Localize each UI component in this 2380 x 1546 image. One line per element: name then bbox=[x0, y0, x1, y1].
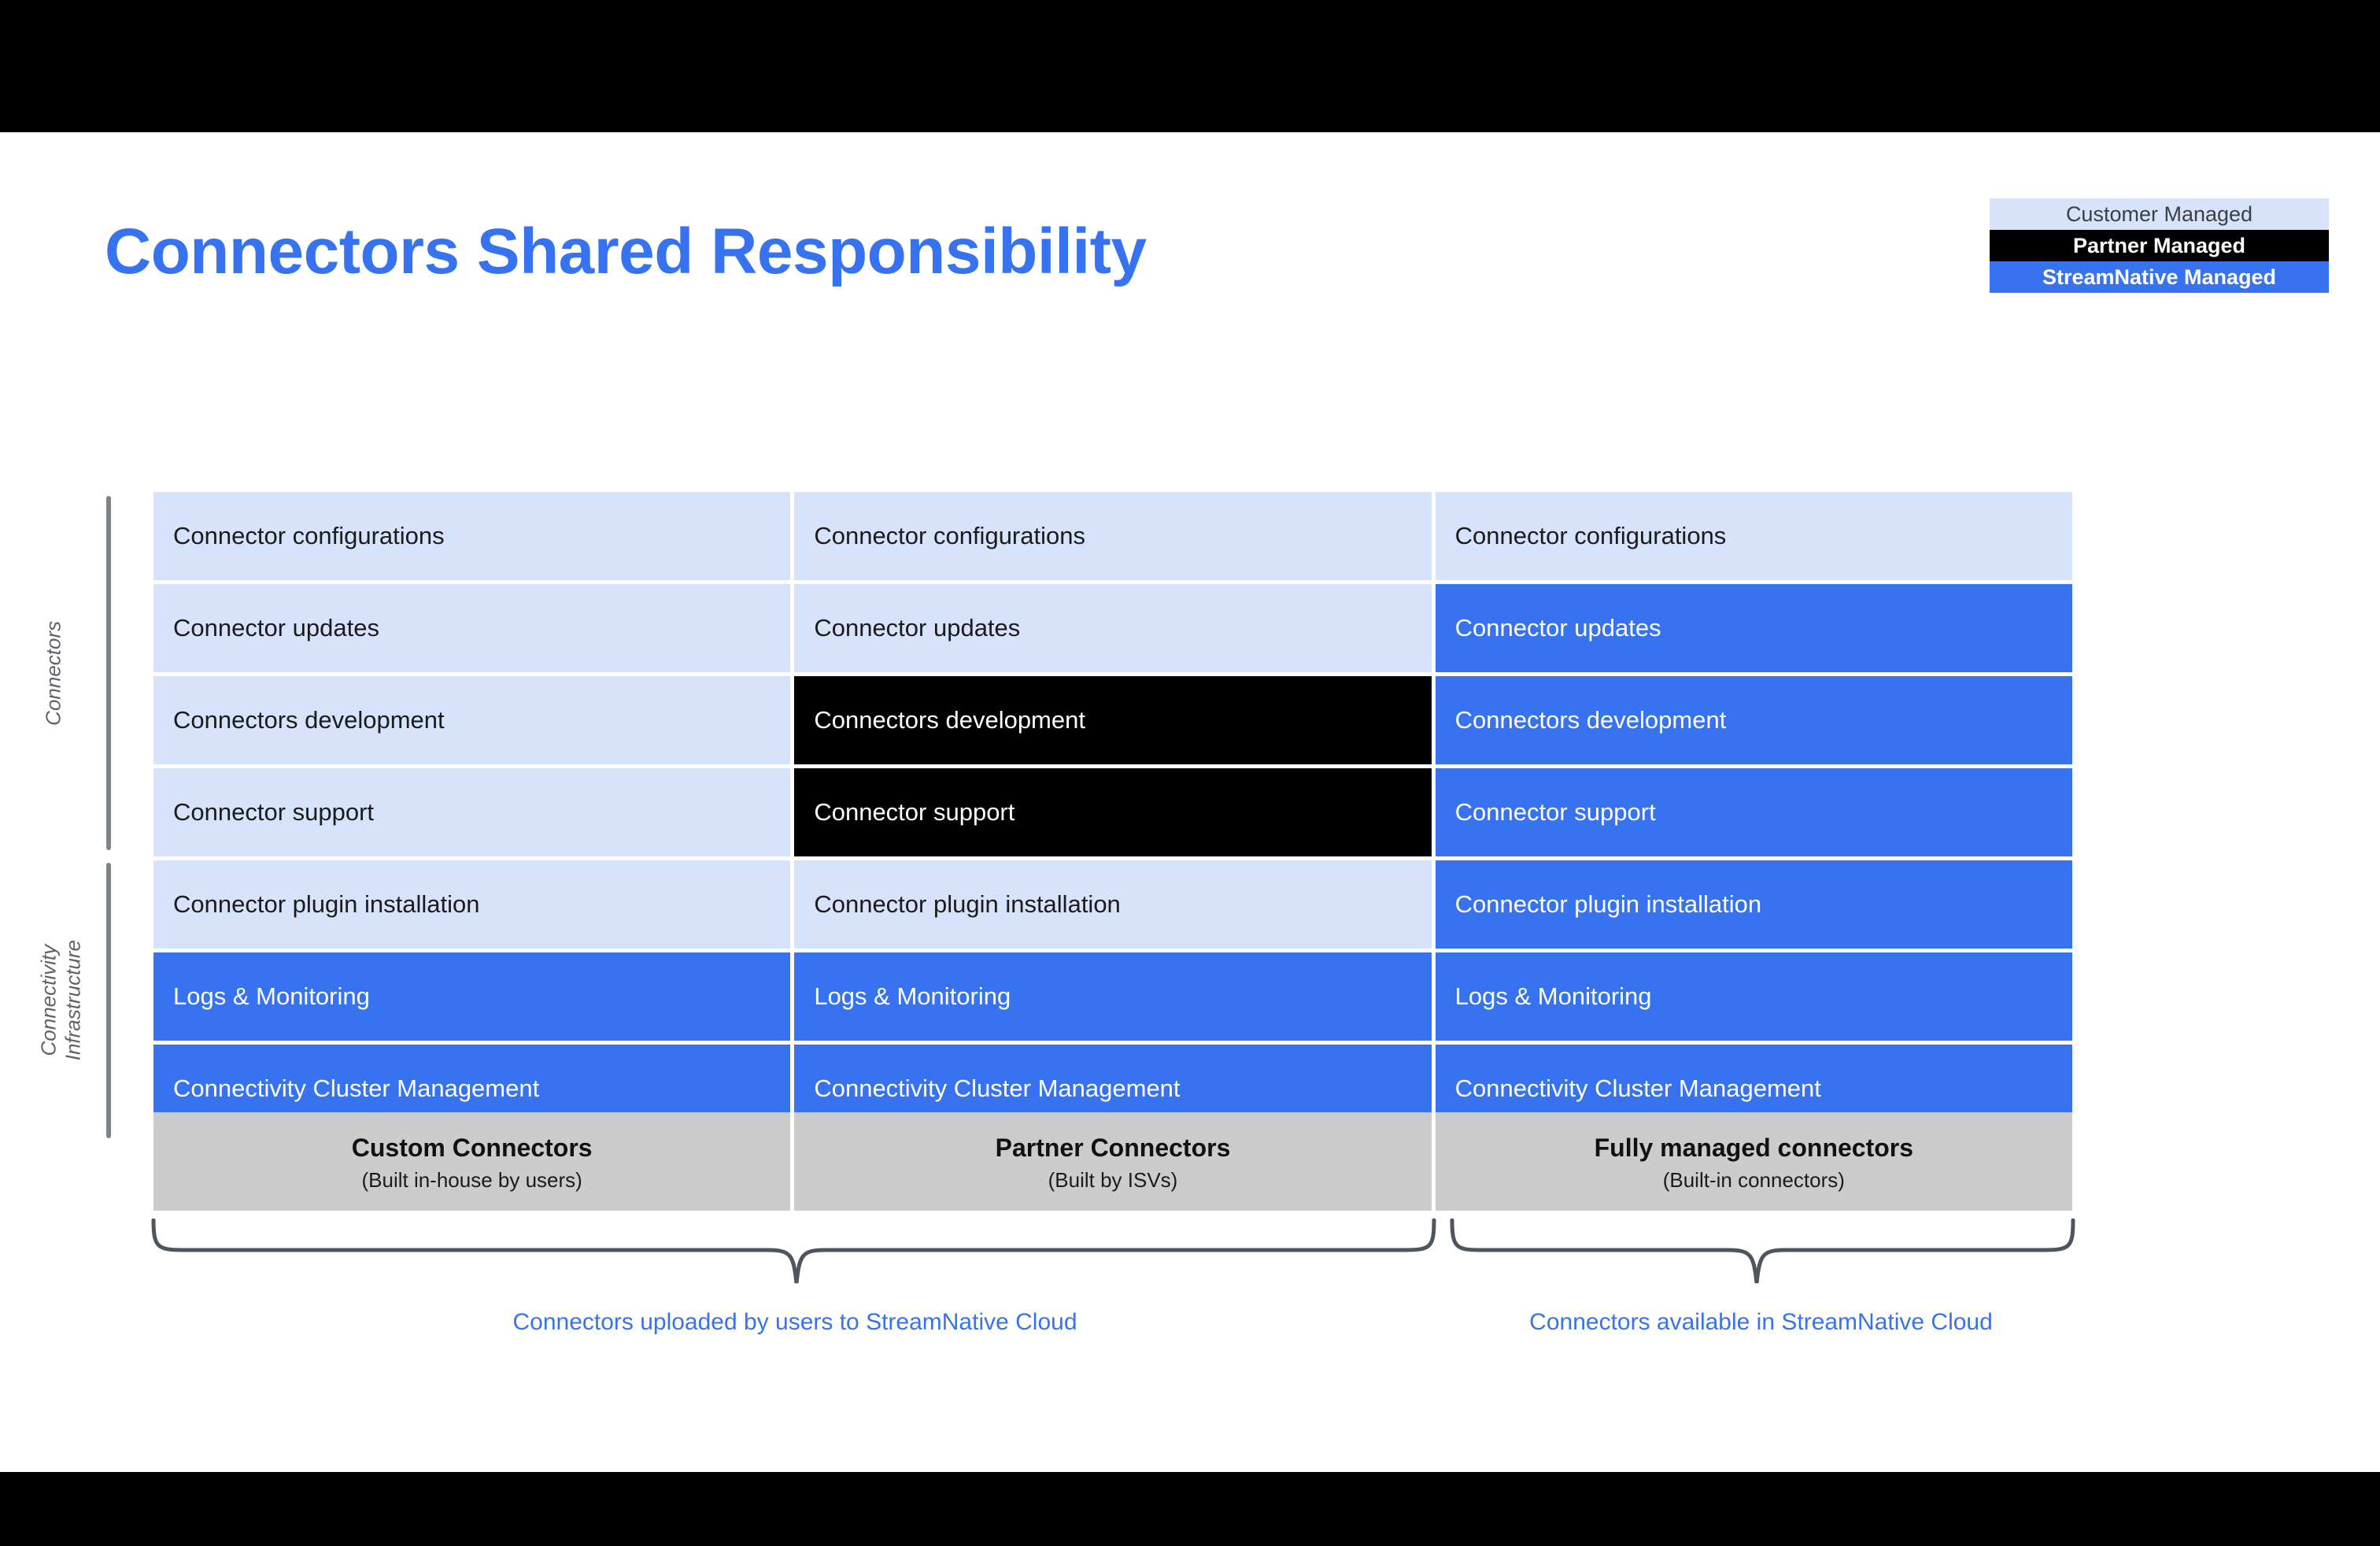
matrix-cell-label: Logs & Monitoring bbox=[1454, 982, 1652, 1010]
matrix-cell: Connector support bbox=[794, 768, 1432, 856]
column-footer-title: Fully managed connectors bbox=[1594, 1133, 1914, 1162]
matrix-cell-label: Connector updates bbox=[814, 614, 1021, 642]
column-footer-subtitle: (Built in-house by users) bbox=[361, 1167, 582, 1192]
matrix-cell-label: Connector support bbox=[1454, 798, 1656, 826]
legend-label-partner-managed: Partner Managed bbox=[2072, 233, 2246, 257]
group-bracket-connectivity-infrastructure bbox=[106, 863, 111, 1138]
matrix-cell-label: Connectivity Cluster Management bbox=[1454, 1074, 1821, 1102]
matrix-cell-label: Connector support bbox=[173, 798, 375, 826]
matrix-cell: Connector updates bbox=[1435, 584, 2072, 672]
responsibility-matrix: Connector configurations Connector confi… bbox=[153, 492, 2072, 1133]
matrix-cell: Connector plugin installation bbox=[794, 860, 1432, 949]
matrix-cell-label: Connector updates bbox=[173, 614, 379, 642]
matrix-cell: Connector configurations bbox=[1435, 492, 2072, 580]
matrix-cell-label: Logs & Monitoring bbox=[173, 982, 370, 1010]
column-footer-title: Partner Connectors bbox=[995, 1133, 1231, 1162]
group-label-connectivity-infrastructure-line-1: Connectivity bbox=[36, 944, 61, 1056]
matrix-cell-label: Connector plugin installation bbox=[1454, 890, 1762, 918]
matrix-cell-label: Connectivity Cluster Management bbox=[173, 1074, 540, 1102]
matrix-cell-label: Logs & Monitoring bbox=[814, 982, 1011, 1010]
matrix-cell-label: Connectivity Cluster Management bbox=[814, 1074, 1181, 1102]
matrix-cell-label: Connector updates bbox=[1454, 614, 1661, 642]
matrix-cell: Connector updates bbox=[153, 584, 791, 672]
matrix-cell: Connector support bbox=[153, 768, 791, 856]
matrix-cell: Connector plugin installation bbox=[153, 860, 791, 949]
legend-label-customer-managed: Customer Managed bbox=[2065, 202, 2253, 226]
group-bracket-connectors bbox=[106, 496, 111, 850]
matrix-cell-label: Connectors development bbox=[173, 706, 445, 734]
column-footer-title: Custom Connectors bbox=[351, 1133, 593, 1162]
column-footer-custom-connectors: Custom Connectors (Built in-house by use… bbox=[153, 1112, 791, 1211]
column-footer-row: Custom Connectors (Built in-house by use… bbox=[153, 1112, 2072, 1211]
matrix-cell: Logs & Monitoring bbox=[1435, 952, 2072, 1041]
matrix-cell-label: Connector configurations bbox=[814, 522, 1085, 549]
group-label-connectors-line-1: Connectors bbox=[41, 620, 65, 726]
group-label-connectivity-infrastructure-line-2: Infrastructure bbox=[61, 940, 84, 1061]
matrix-cell: Connectors development bbox=[1435, 676, 2072, 764]
matrix-cell: Connector support bbox=[1435, 768, 2072, 856]
matrix-cell-label: Connectors development bbox=[814, 706, 1085, 734]
column-footer-subtitle: (Built-in connectors) bbox=[1662, 1167, 1845, 1192]
legend-item-customer-managed: Customer Managed bbox=[1990, 198, 2329, 230]
group-label-connectors: Connectors bbox=[42, 602, 66, 744]
matrix-cell: Connector updates bbox=[794, 584, 1432, 672]
matrix-cell-label: Connector configurations bbox=[1454, 522, 1727, 549]
left-brace-icon bbox=[151, 1218, 1436, 1284]
column-footer-partner-connectors: Partner Connectors (Built by ISVs) bbox=[794, 1112, 1432, 1211]
column-footer-fully-managed-connectors: Fully managed connectors (Built-in conne… bbox=[1435, 1112, 2072, 1211]
matrix-cell-label: Connectors development bbox=[1454, 706, 1727, 734]
brace-caption-right: Connectors available in StreamNative Clo… bbox=[1529, 1309, 1993, 1335]
column-footer-subtitle: (Built by ISVs) bbox=[1048, 1167, 1178, 1192]
matrix-cell: Connector configurations bbox=[153, 492, 791, 580]
group-label-connectivity-infrastructure: Connectivity Infrastructure bbox=[36, 910, 84, 1091]
brace-caption-left: Connectors uploaded by users to StreamNa… bbox=[512, 1309, 1077, 1335]
matrix-cell: Connectors development bbox=[794, 676, 1432, 764]
matrix-cell-label: Connector plugin installation bbox=[814, 890, 1121, 918]
matrix-cell-label: Connector support bbox=[814, 798, 1015, 826]
right-brace-icon bbox=[1450, 1218, 2075, 1284]
legend-item-partner-managed: Partner Managed bbox=[1990, 230, 2329, 261]
page-title: Connectors Shared Responsibility bbox=[105, 216, 1147, 287]
legend-item-streamnative-managed: StreamNative Managed bbox=[1990, 261, 2329, 293]
matrix-cell: Logs & Monitoring bbox=[794, 952, 1432, 1041]
matrix-cell: Logs & Monitoring bbox=[153, 952, 791, 1041]
letterbox-bottom-bar bbox=[0, 1472, 2380, 1546]
matrix-cell-label: Connector configurations bbox=[173, 522, 445, 549]
legend: Customer Managed Partner Managed StreamN… bbox=[1990, 198, 2329, 293]
matrix-cell: Connector plugin installation bbox=[1435, 860, 2072, 949]
matrix-cell: Connectors development bbox=[153, 676, 791, 764]
matrix-cell: Connector configurations bbox=[794, 492, 1432, 580]
legend-label-streamnative-managed: StreamNative Managed bbox=[2042, 264, 2277, 289]
letterbox-top-bar bbox=[0, 0, 2380, 132]
brace-layer bbox=[0, 1218, 2380, 1289]
slide-canvas: Connectors Shared Responsibility Custome… bbox=[0, 132, 2380, 1472]
matrix-cell-label: Connector plugin installation bbox=[173, 890, 480, 918]
